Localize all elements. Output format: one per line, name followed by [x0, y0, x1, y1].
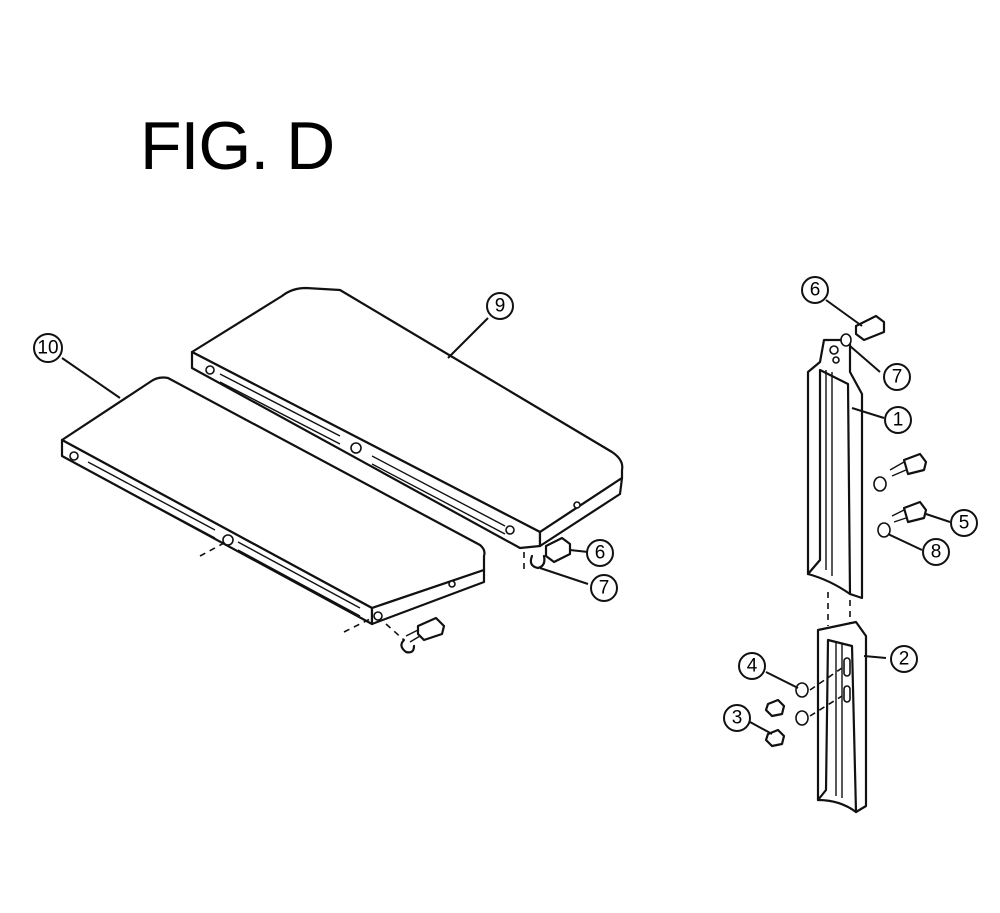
callout-9: 9	[486, 292, 514, 320]
callout-10: 10	[33, 333, 63, 363]
callout-4: 4	[738, 652, 766, 680]
callout-6-table-label: 6	[595, 543, 606, 564]
callout-5-label: 5	[959, 513, 970, 534]
callout-7-table: 7	[590, 574, 618, 602]
leader-lines	[61, 299, 951, 735]
extension-table-9	[190, 286, 624, 550]
bolt-hardware-table-9	[523, 536, 572, 572]
figure-title: FIG. D	[140, 108, 335, 184]
callout-6-leg: 6	[801, 276, 829, 304]
bolt-hardware-table-10	[385, 616, 446, 654]
callout-8: 8	[922, 538, 950, 566]
callout-3: 3	[723, 704, 751, 732]
callout-7-table-label: 7	[599, 578, 610, 599]
top-bolt-hardware	[840, 314, 886, 347]
nut-washer-hardware	[764, 667, 843, 748]
side-bolt-hardware	[873, 452, 928, 538]
extension-table-10	[60, 376, 486, 633]
callout-6-leg-label: 6	[810, 280, 821, 301]
callout-6-table: 6	[586, 539, 614, 567]
callout-8-label: 8	[931, 542, 942, 563]
callout-3-label: 3	[732, 708, 743, 729]
callout-2-label: 2	[899, 649, 910, 670]
callout-7-leg: 7	[883, 363, 911, 391]
callout-10-label: 10	[37, 338, 58, 359]
callout-2: 2	[890, 645, 918, 673]
callout-1-label: 1	[893, 410, 904, 431]
leg-upper-1	[806, 338, 864, 600]
callout-1: 1	[884, 406, 912, 434]
leg-lower-2	[816, 620, 868, 814]
callout-5: 5	[950, 509, 978, 537]
callout-4-label: 4	[747, 656, 758, 677]
callout-9-label: 9	[495, 296, 506, 317]
callout-7-leg-label: 7	[892, 367, 903, 388]
